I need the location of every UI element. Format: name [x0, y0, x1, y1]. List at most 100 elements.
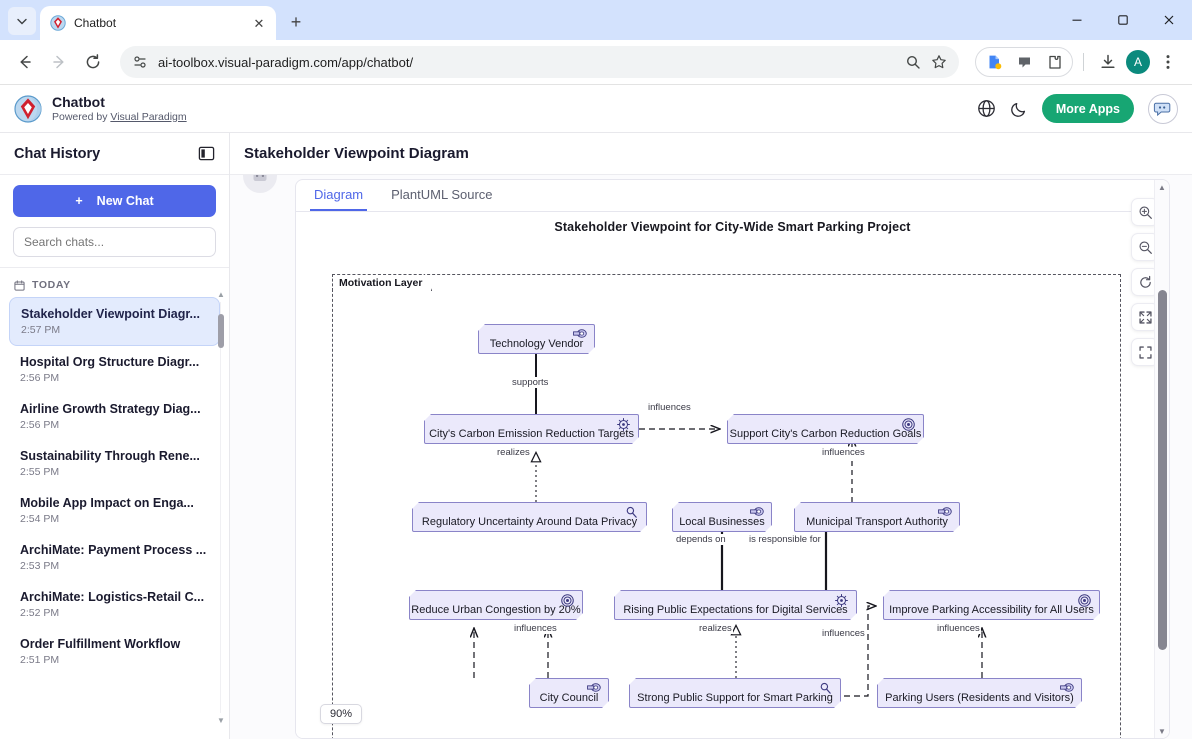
- fit-screen-icon: [1138, 310, 1152, 324]
- close-icon: [1164, 15, 1174, 25]
- role-icon: [750, 506, 764, 520]
- chat-assistant-button[interactable]: [1148, 93, 1178, 124]
- browser-tab[interactable]: Chatbot ✕: [40, 6, 276, 40]
- search-chats-input[interactable]: [13, 227, 216, 257]
- diagram-node-carbon-targets[interactable]: City's Carbon Emission Reduction Targets: [424, 414, 639, 444]
- goal-icon: [1078, 594, 1092, 608]
- window-minimize-button[interactable]: [1054, 0, 1100, 40]
- diagram-node-regulatory-uncertainty[interactable]: Regulatory Uncertainty Around Data Priva…: [412, 502, 647, 532]
- extensions-puzzle-icon[interactable]: [1040, 48, 1068, 76]
- language-globe-icon[interactable]: [977, 99, 996, 118]
- reload-button[interactable]: [78, 47, 108, 77]
- dark-mode-moon-icon[interactable]: [1010, 100, 1028, 118]
- diagram-title: Stakeholder Viewpoint for City-Wide Smar…: [554, 220, 911, 234]
- maximize-icon: [1118, 15, 1128, 25]
- back-button[interactable]: [10, 47, 40, 77]
- diagram-viewport[interactable]: Stakeholder Viewpoint for City-Wide Smar…: [296, 212, 1169, 738]
- scroll-up-arrow-icon[interactable]: ▲: [217, 290, 225, 299]
- toolbar-divider: [1083, 53, 1084, 71]
- bookmark-star-icon[interactable]: [931, 54, 947, 70]
- more-apps-button[interactable]: More Apps: [1041, 94, 1134, 123]
- search-icon[interactable]: [905, 54, 921, 70]
- diagram-scrollbar-thumb[interactable]: [1158, 290, 1167, 650]
- content-area: Stakeholder Viewpoint Diagram Diagram Pl…: [230, 133, 1192, 739]
- chat-item-time: 2:56 PM: [20, 419, 60, 431]
- collapse-panel-icon[interactable]: [198, 145, 215, 162]
- scroll-up-arrow-icon[interactable]: ▲: [1158, 182, 1166, 192]
- tab-diagram[interactable]: Diagram: [310, 187, 368, 211]
- scroll-down-arrow-icon[interactable]: ▼: [217, 716, 225, 725]
- diagram-node-tech-vendor[interactable]: Technology Vendor: [478, 324, 595, 354]
- new-chat-button[interactable]: + New Chat: [13, 185, 216, 217]
- node-label: Reduce Urban Congestion by 20%: [411, 604, 581, 616]
- site-settings-icon[interactable]: [132, 54, 148, 70]
- profile-avatar[interactable]: A: [1126, 50, 1150, 74]
- chat-history-item[interactable]: Stakeholder Viewpoint Diagr...2:57 PM: [9, 297, 220, 346]
- chat-item-title: Airline Growth Strategy Diag...: [20, 402, 201, 416]
- node-label: Local Businesses: [679, 516, 765, 528]
- chat-history-item[interactable]: Hospital Org Structure Diagr...2:56 PM: [9, 346, 220, 393]
- chat-item-title: Stakeholder Viewpoint Diagr...: [21, 307, 200, 321]
- chat-item-time: 2:55 PM: [20, 466, 60, 478]
- sidebar-scrollbar[interactable]: ▲ ▼: [216, 290, 226, 725]
- sidebar: Chat History + New Chat TODAY Stakeholde…: [0, 133, 230, 739]
- new-tab-button[interactable]: +: [290, 11, 302, 32]
- diagram-node-rising-expectations[interactable]: Rising Public Expectations for Digital S…: [614, 590, 857, 620]
- extensions-group: [975, 47, 1073, 77]
- powered-by-text: Powered by: [52, 110, 111, 123]
- edge-label: influences: [513, 623, 558, 634]
- chat-item-title: ArchiMate: Payment Process ...: [20, 543, 207, 557]
- sidebar-actions: + New Chat: [0, 175, 229, 268]
- sidebar-header: Chat History: [0, 133, 229, 175]
- chat-history-item[interactable]: ArchiMate: Payment Process ... 2:53 PM: [9, 534, 220, 581]
- zoom-in-icon: [1139, 206, 1152, 219]
- document-extension-icon[interactable]: [980, 48, 1008, 76]
- plus-icon: +: [75, 194, 83, 208]
- downloads-icon[interactable]: [1094, 48, 1122, 76]
- chat-item-time: 2:56 PM: [20, 372, 60, 384]
- chat-history-item[interactable]: Mobile App Impact on Enga... 2:54 PM: [9, 487, 220, 534]
- tab-search-button[interactable]: [8, 7, 36, 35]
- edge-label: influences: [647, 402, 692, 413]
- motivation-layer-box: Motivation Layer: [332, 274, 1121, 738]
- window-close-button[interactable]: [1146, 0, 1192, 40]
- diagram-node-support-carbon-goals[interactable]: Support City's Carbon Reduction Goals: [727, 414, 924, 444]
- chat-item-time: 2:53 PM: [20, 560, 60, 572]
- diagram-node-municipal-transport[interactable]: Municipal Transport Authority: [794, 502, 960, 532]
- diagram-node-strong-support[interactable]: Strong Public Support for Smart Parking: [629, 678, 841, 708]
- diagram-scrollbar[interactable]: ▲ ▼: [1154, 180, 1169, 738]
- tab-close-icon[interactable]: ✕: [253, 15, 265, 31]
- diagram-canvas[interactable]: Motivation Layer: [296, 234, 1169, 738]
- address-bar[interactable]: ai-toolbox.visual-paradigm.com/app/chatb…: [120, 46, 959, 78]
- feedback-extension-icon[interactable]: [1010, 48, 1038, 76]
- node-label: Technology Vendor: [489, 338, 584, 350]
- visual-paradigm-link[interactable]: Visual Paradigm: [110, 110, 187, 123]
- app-header-actions: More Apps: [977, 93, 1178, 124]
- card-tabs: Diagram PlantUML Source: [296, 180, 1169, 212]
- chat-item-title: Mobile App Impact on Enga...: [20, 496, 194, 510]
- reload-icon: [86, 54, 100, 69]
- edge-label: realizes: [496, 447, 531, 458]
- minimize-icon: [1072, 19, 1082, 21]
- arrow-left-icon: [20, 55, 31, 69]
- diagram-node-improve-accessibility[interactable]: Improve Parking Accessibility for All Us…: [883, 590, 1100, 620]
- zoom-level-badge: 90%: [320, 704, 363, 724]
- message-composer: [0, 739, 1192, 745]
- sidebar-scrollbar-thumb[interactable]: [218, 314, 224, 348]
- forward-button[interactable]: [44, 47, 74, 77]
- chat-history-item[interactable]: ArchiMate: Logistics-Retail C...2:52 PM: [9, 581, 220, 628]
- chat-history-item[interactable]: Sustainability Through Rene...2:55 PM: [9, 440, 220, 487]
- browser-menu-icon[interactable]: [1154, 48, 1182, 76]
- diagram-node-city-council[interactable]: City Council: [529, 678, 609, 708]
- visual-paradigm-logo: [14, 94, 42, 123]
- diagram-node-reduce-congestion[interactable]: Reduce Urban Congestion by 20%: [409, 590, 583, 620]
- diagram-node-parking-users[interactable]: Parking Users (Residents and Visitors): [877, 678, 1082, 708]
- sidebar-title: Chat History: [14, 145, 101, 162]
- chat-item-time: 2:54 PM: [20, 513, 60, 525]
- diagram-node-local-businesses[interactable]: Local Businesses: [672, 502, 772, 532]
- chat-history-item[interactable]: Airline Growth Strategy Diag... 2:56 PM: [9, 393, 220, 440]
- scroll-down-arrow-icon[interactable]: ▼: [1158, 726, 1166, 736]
- tab-plantuml-source[interactable]: PlantUML Source: [391, 187, 493, 202]
- window-maximize-button[interactable]: [1100, 0, 1146, 40]
